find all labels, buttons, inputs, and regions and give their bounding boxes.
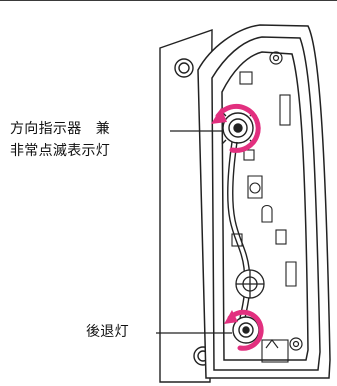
bolt-top-bracket [174, 58, 194, 78]
rotation-arrowhead-turn-signal [211, 108, 227, 124]
lamp-housing [197, 24, 331, 379]
turn-signal-label-line1: 方向指示器 兼 [10, 121, 111, 137]
turn-signal-label-line2: 非常点滅表示灯 [10, 143, 111, 159]
housing-ribs [231, 71, 297, 363]
rotation-arrow-icon-turn-signal [215, 103, 261, 153]
housing-screw-bottom [289, 337, 303, 351]
rotation-arrowhead-backup-lamp [224, 310, 238, 324]
top-divider [0, 0, 337, 1]
rotation-arrow-icon-backup-lamp [227, 309, 264, 351]
housing-screw-top [269, 51, 283, 65]
center-connector [235, 269, 265, 299]
turn-signal-socket [221, 111, 255, 145]
backup-lamp-label: 後退灯 [86, 324, 129, 340]
